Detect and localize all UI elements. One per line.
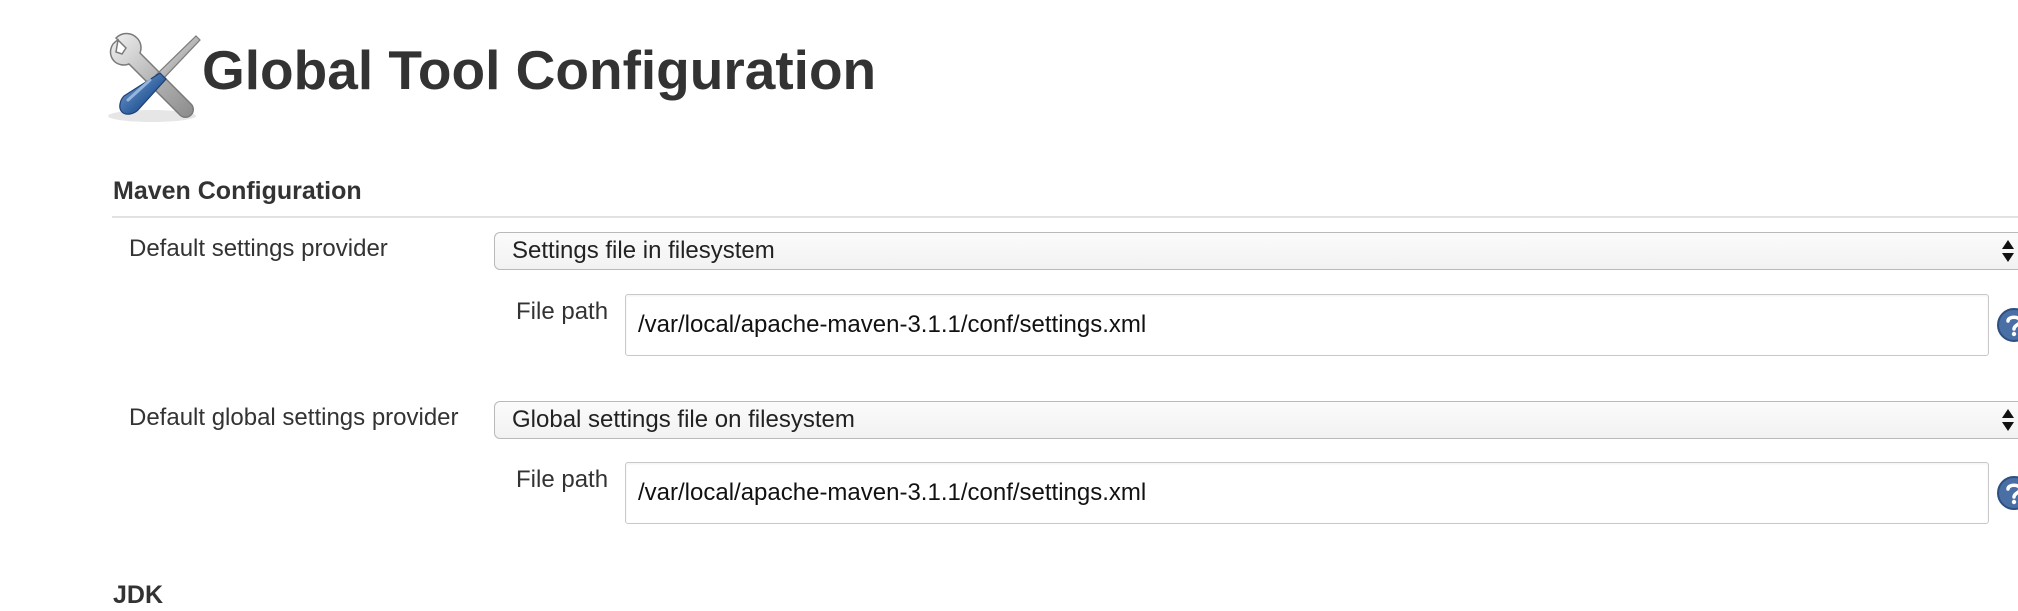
select-value: Settings file in filesystem — [512, 237, 775, 264]
tools-icon — [108, 32, 201, 122]
file-path-label: File path — [516, 298, 609, 325]
default-settings-provider-label: Default settings provider — [129, 235, 388, 262]
settings-file-path-input[interactable]: /var/local/apache-maven-3.1.1/conf/setti… — [625, 294, 1989, 356]
help-icon[interactable] — [1996, 307, 2018, 343]
help-icon[interactable] — [1996, 475, 2018, 511]
section-header-jdk: JDK — [113, 581, 164, 609]
select-value: Global settings file on filesystem — [512, 406, 855, 433]
chevron-updown-icon — [2002, 409, 2014, 431]
file-path-label: File path — [516, 466, 609, 493]
input-value: /var/local/apache-maven-3.1.1/conf/setti… — [638, 479, 1147, 506]
default-global-settings-provider-label: Default global settings provider — [129, 404, 459, 431]
default-settings-provider-select[interactable]: Settings file in filesystem — [494, 232, 2018, 270]
default-global-settings-provider-select[interactable]: Global settings file on filesystem — [494, 401, 2018, 439]
page-title: Global Tool Configuration — [202, 39, 877, 101]
chevron-updown-icon — [2002, 240, 2014, 262]
section-header-maven: Maven Configuration — [113, 177, 362, 205]
global-settings-file-path-input[interactable]: /var/local/apache-maven-3.1.1/conf/setti… — [625, 462, 1989, 524]
section-divider — [112, 216, 2018, 218]
input-value: /var/local/apache-maven-3.1.1/conf/setti… — [638, 311, 1147, 338]
